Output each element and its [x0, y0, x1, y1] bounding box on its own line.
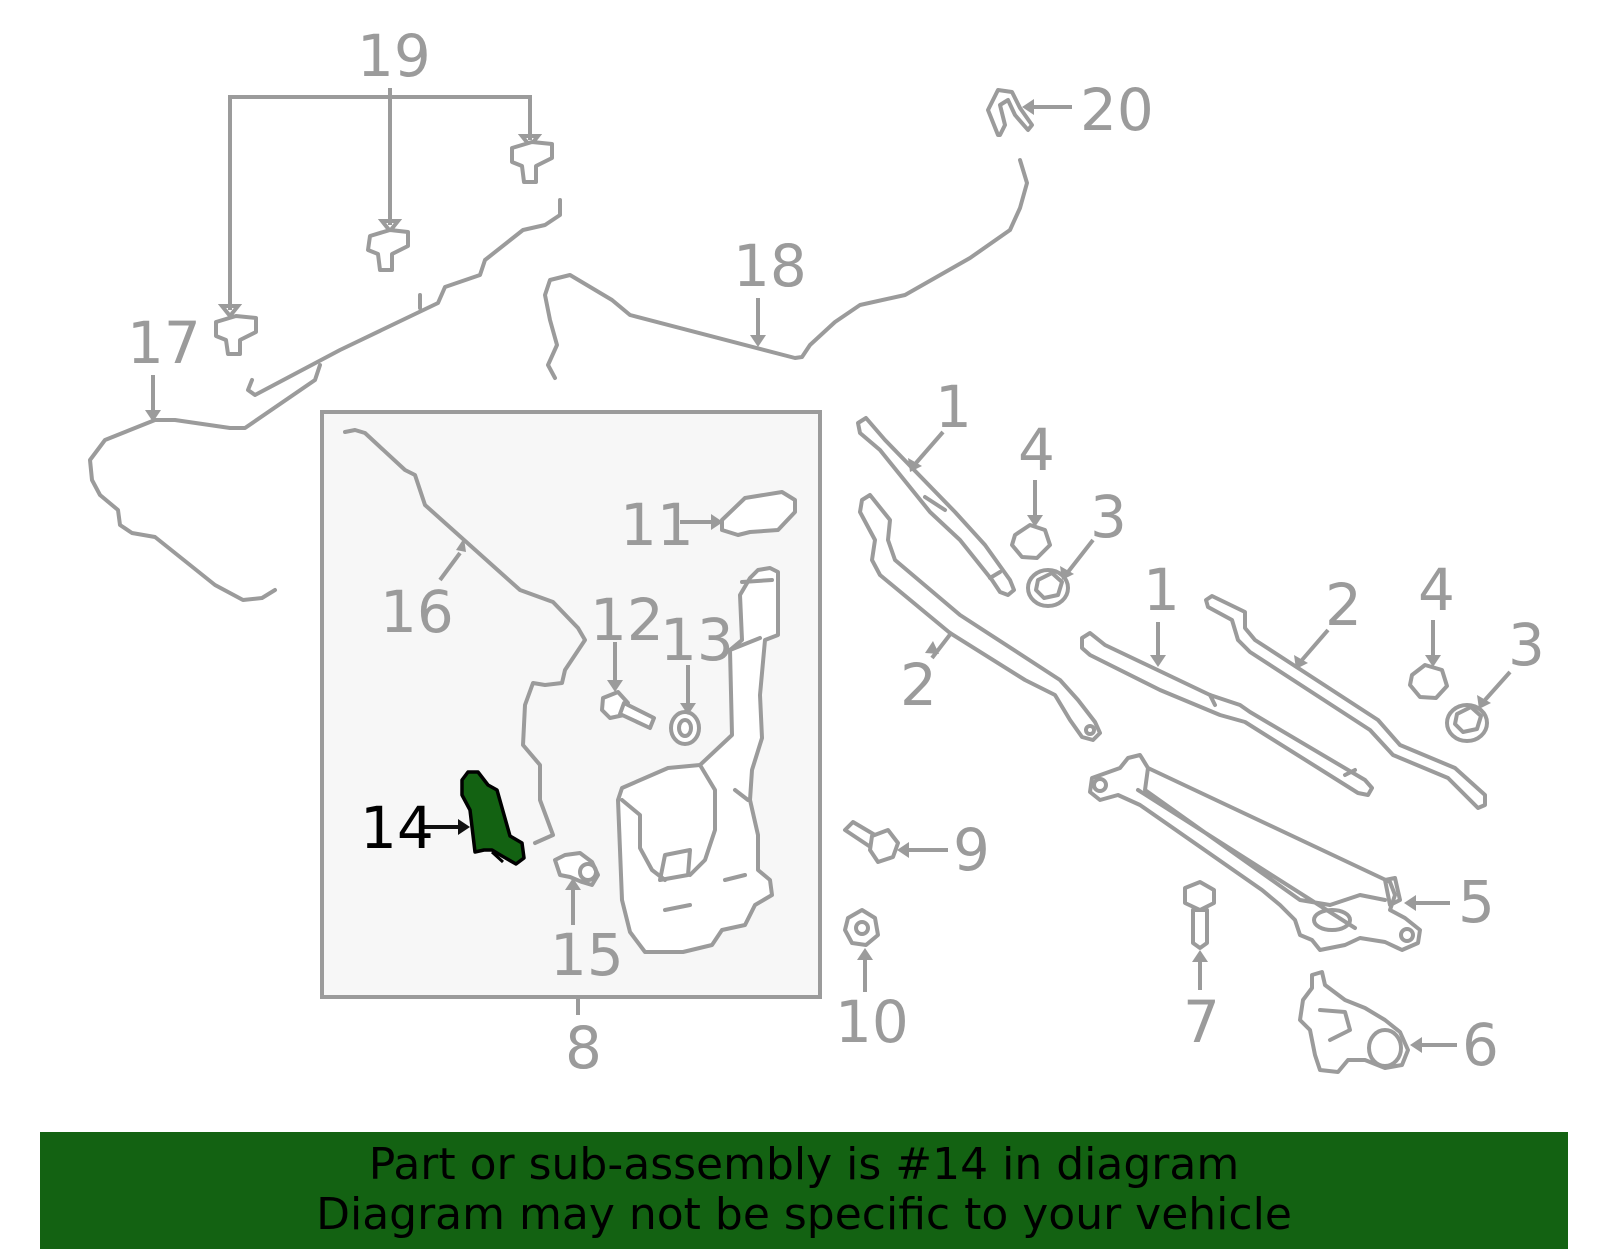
washer-pump-15[interactable]	[553, 851, 600, 887]
callout-2-left: 2	[900, 651, 937, 719]
washer-nozzles-19[interactable]	[214, 88, 554, 356]
wiper-arm-2-right[interactable]	[1204, 594, 1487, 810]
callout-3-right: 3	[1508, 611, 1545, 679]
hose-clip-20[interactable]	[986, 88, 1034, 137]
wiper-linkage-5[interactable]	[1088, 753, 1422, 952]
callout-18: 18	[733, 232, 807, 300]
callout-13: 13	[660, 606, 734, 674]
callout-7: 7	[1183, 988, 1220, 1056]
callout-1-right: 1	[1143, 556, 1180, 624]
callout-14: 14	[360, 794, 434, 862]
nut-3-right[interactable]	[1445, 703, 1489, 743]
callout-3-left: 3	[1090, 483, 1127, 551]
callout-9: 9	[953, 816, 990, 884]
washer-hose-18[interactable]	[543, 158, 1029, 380]
washer-hose-16[interactable]	[343, 428, 587, 845]
callout-4-left: 4	[1018, 416, 1055, 484]
highlighted-part-14[interactable]	[460, 770, 526, 866]
nut-cap-4-right[interactable]	[1408, 663, 1449, 700]
callout-15: 15	[550, 921, 624, 989]
callout-2-right: 2	[1325, 571, 1362, 639]
callout-12: 12	[590, 586, 664, 654]
callout-11: 11	[620, 491, 694, 559]
washer-reservoir[interactable]	[616, 566, 780, 954]
callout-8: 8	[565, 1014, 602, 1082]
filler-cap-11[interactable]	[720, 490, 797, 537]
bolt-7[interactable]	[1183, 880, 1216, 950]
callout-17: 17	[127, 309, 201, 377]
callout-19: 19	[357, 22, 431, 90]
callout-5: 5	[1458, 868, 1495, 936]
washer-hose-17[interactable]	[88, 198, 562, 602]
callout-1-left: 1	[935, 373, 972, 441]
wiper-blade-1-left[interactable]	[856, 416, 1016, 597]
grommet-13[interactable]	[669, 710, 701, 746]
wiper-motor-6[interactable]	[1298, 970, 1410, 1074]
callout-labels: 19 20 17 18 16 11 12 13 14 15 8 1 4 3 2 …	[127, 22, 1545, 1082]
banner-line-2: Diagram may not be specific to your vehi…	[316, 1189, 1292, 1240]
info-banner: Part or sub-assembly is #14 in diagram D…	[40, 1132, 1568, 1249]
bolt-9[interactable]	[843, 820, 900, 864]
nut-10[interactable]	[843, 908, 880, 947]
nut-3-left[interactable]	[1026, 568, 1070, 608]
wiper-blade-1-right[interactable]	[1080, 631, 1374, 797]
callout-6: 6	[1462, 1011, 1499, 1079]
callout-4-right: 4	[1418, 556, 1455, 624]
banner-line-1: Part or sub-assembly is #14 in diagram	[368, 1139, 1240, 1190]
wiper-arm-2-left[interactable]	[858, 493, 1102, 742]
callout-20: 20	[1080, 76, 1154, 144]
callout-10: 10	[835, 988, 909, 1056]
bolt-12[interactable]	[600, 690, 656, 730]
callout-16: 16	[380, 578, 454, 646]
nut-cap-4-left[interactable]	[1010, 523, 1052, 560]
leader-lines	[145, 99, 1512, 1053]
